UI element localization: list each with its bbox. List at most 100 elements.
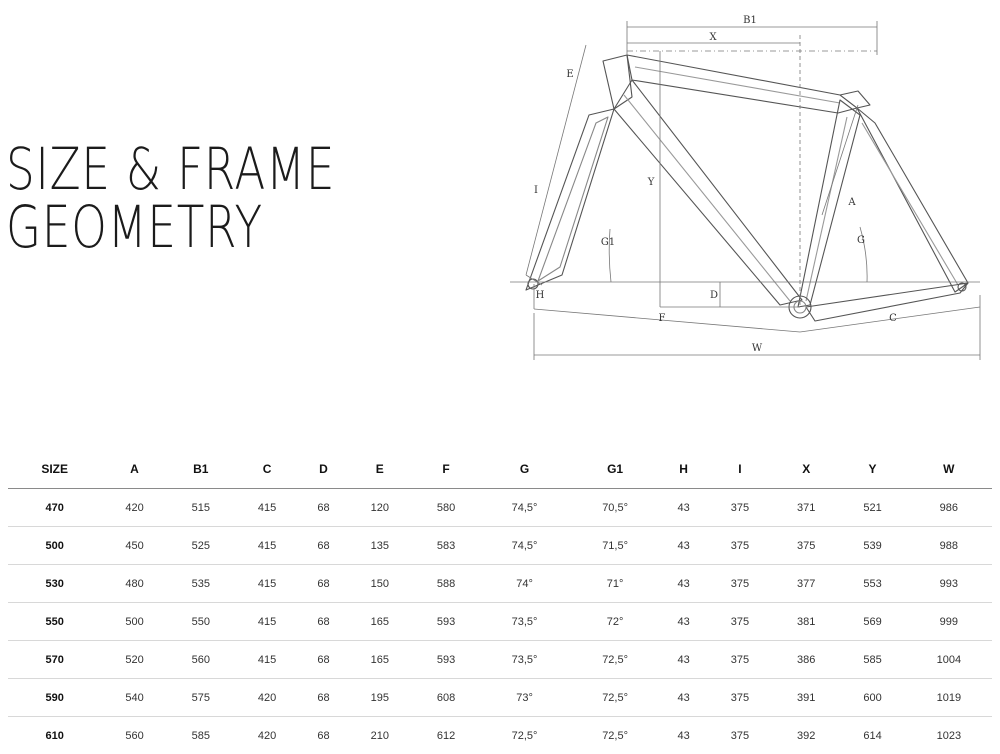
table-cell-g: 73° — [479, 679, 570, 717]
label-y: Y — [647, 177, 655, 188]
table-cell-b1: 585 — [168, 717, 234, 754]
table-cell-x: 375 — [773, 527, 839, 565]
table-cell-y: 600 — [839, 679, 905, 717]
table-cell-c: 420 — [234, 679, 300, 717]
table-cell-h: 43 — [660, 489, 706, 527]
table-cell-c: 415 — [234, 641, 300, 679]
table-cell-y: 539 — [839, 527, 905, 565]
table-cell-c: 415 — [234, 527, 300, 565]
table-cell-b1: 525 — [168, 527, 234, 565]
table-cell-x: 386 — [773, 641, 839, 679]
table-cell-f: 593 — [413, 641, 479, 679]
table-cell-i: 375 — [707, 641, 773, 679]
table-cell-a: 540 — [101, 679, 167, 717]
table-cell-i: 375 — [707, 489, 773, 527]
dim-f — [534, 309, 800, 332]
table-cell-f: 608 — [413, 679, 479, 717]
label-h: H — [536, 290, 545, 301]
label-x: X — [709, 32, 717, 43]
table-cell-w: 988 — [906, 527, 992, 565]
table-cell-i: 375 — [707, 527, 773, 565]
table-cell-g: 74° — [479, 565, 570, 603]
table-cell-i: 375 — [707, 565, 773, 603]
table-cell-d: 68 — [300, 527, 346, 565]
seat-tube-inner — [806, 117, 847, 301]
label-g: G — [857, 235, 865, 246]
table-cell-x: 371 — [773, 489, 839, 527]
seat-stay-inner — [862, 123, 958, 285]
top-tube — [627, 55, 857, 113]
table-cell-g1: 72,5° — [570, 717, 661, 754]
table-cell-f: 612 — [413, 717, 479, 754]
table-cell-e: 195 — [347, 679, 413, 717]
table-cell-e: 165 — [347, 603, 413, 641]
table-cell-g1: 71° — [570, 565, 661, 603]
table-cell-c: 415 — [234, 565, 300, 603]
table-cell-a: 420 — [101, 489, 167, 527]
table-cell-g: 73,5° — [479, 603, 570, 641]
table-cell-w: 1019 — [906, 679, 992, 717]
column-header-b1: B1 — [168, 450, 234, 489]
table-cell-size: 470 — [8, 489, 101, 527]
table-cell-b1: 550 — [168, 603, 234, 641]
table-cell-w: 1023 — [906, 717, 992, 754]
table-cell-g: 74,5° — [479, 489, 570, 527]
table-cell-f: 580 — [413, 489, 479, 527]
table-cell-size: 530 — [8, 565, 101, 603]
table-cell-h: 43 — [660, 527, 706, 565]
table-cell-d: 68 — [300, 565, 346, 603]
dim-e-i-guide — [526, 45, 586, 275]
table-cell-x: 381 — [773, 603, 839, 641]
column-header-g: G — [479, 450, 570, 489]
page-title-line-2: GEOMETRY — [6, 198, 335, 256]
table-cell-w: 1004 — [906, 641, 992, 679]
table-cell-d: 68 — [300, 717, 346, 754]
table-cell-g1: 72,5° — [570, 679, 661, 717]
table-cell-a: 560 — [101, 717, 167, 754]
table-cell-c: 415 — [234, 603, 300, 641]
down-tube — [614, 80, 802, 305]
label-c: C — [889, 313, 897, 324]
table-cell-w: 999 — [906, 603, 992, 641]
table-cell-y: 585 — [839, 641, 905, 679]
dimension-labels: B1 X E I Y G1 A G D H F C W — [534, 15, 897, 354]
label-a: A — [847, 197, 856, 208]
table-cell-g: 74,5° — [479, 527, 570, 565]
column-header-f: F — [413, 450, 479, 489]
column-header-h: H — [660, 450, 706, 489]
table-cell-x: 392 — [773, 717, 839, 754]
table-cell-a: 450 — [101, 527, 167, 565]
column-header-c: C — [234, 450, 300, 489]
table-cell-h: 43 — [660, 603, 706, 641]
frame-geometry-diagram: B1 X E I Y G1 A G D H F C W — [510, 5, 1000, 365]
table-cell-c: 415 — [234, 489, 300, 527]
table-cell-e: 135 — [347, 527, 413, 565]
table-cell-i: 375 — [707, 679, 773, 717]
page-title: SIZE & FRAME GEOMETRY — [6, 140, 335, 256]
dimension-lines — [510, 21, 980, 360]
table-cell-h: 43 — [660, 679, 706, 717]
column-header-i: I — [707, 450, 773, 489]
table-cell-b1: 560 — [168, 641, 234, 679]
table-cell-c: 420 — [234, 717, 300, 754]
table-cell-f: 583 — [413, 527, 479, 565]
column-header-w: W — [906, 450, 992, 489]
label-d: D — [710, 290, 718, 301]
column-header-y: Y — [839, 450, 905, 489]
label-e: E — [566, 69, 573, 80]
table-cell-size: 590 — [8, 679, 101, 717]
table-cell-f: 593 — [413, 603, 479, 641]
fork-inner — [538, 117, 608, 281]
label-b1: B1 — [743, 15, 757, 26]
table-cell-w: 993 — [906, 565, 992, 603]
label-w: W — [752, 343, 763, 354]
table-cell-g1: 72° — [570, 603, 661, 641]
table-cell-h: 43 — [660, 565, 706, 603]
